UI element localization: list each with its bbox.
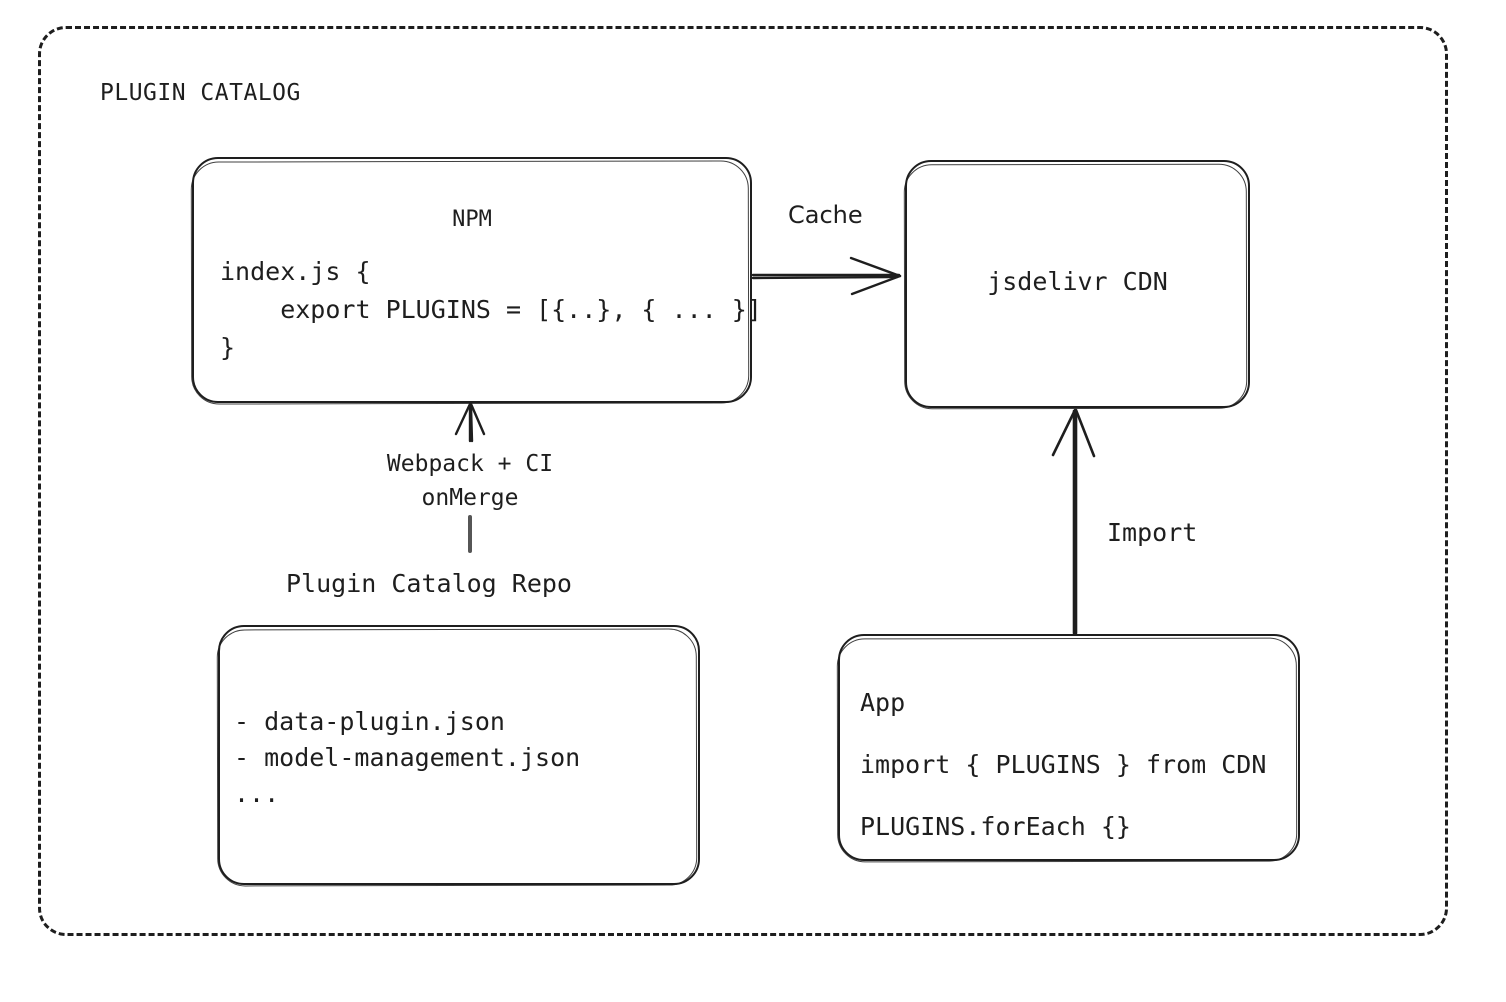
node-repo-file-list: - data-plugin.json - model-management.js…	[234, 707, 581, 808]
node-npm[interactable]: NPM index.js { export PLUGINS = [{..}, {…	[192, 157, 762, 403]
node-app-code: App import { PLUGINS } from CDN PLUGINS.…	[860, 688, 1267, 841]
node-jsdelivr-cdn-label: jsdelivr CDN	[987, 267, 1168, 296]
edge-label-import: Import	[1107, 518, 1198, 547]
plugin-catalog-container	[38, 26, 1448, 936]
node-app[interactable]: App import { PLUGINS } from CDN PLUGINS.…	[838, 634, 1300, 861]
node-npm-title: NPM	[452, 207, 492, 232]
node-npm-code: index.js { export PLUGINS = [{..}, { ...…	[220, 257, 762, 362]
edge-label-cache: Cache	[788, 201, 863, 229]
node-plugin-catalog-repo[interactable]: - data-plugin.json - model-management.js…	[218, 625, 700, 885]
edge-label-webpack-ci: Webpack + CI onMerge	[386, 451, 554, 511]
container-title: PLUGIN CATALOG	[100, 80, 301, 106]
node-jsdelivr-cdn[interactable]: jsdelivr CDN	[905, 160, 1250, 408]
node-repo-caption: Plugin Catalog Repo	[286, 569, 572, 598]
